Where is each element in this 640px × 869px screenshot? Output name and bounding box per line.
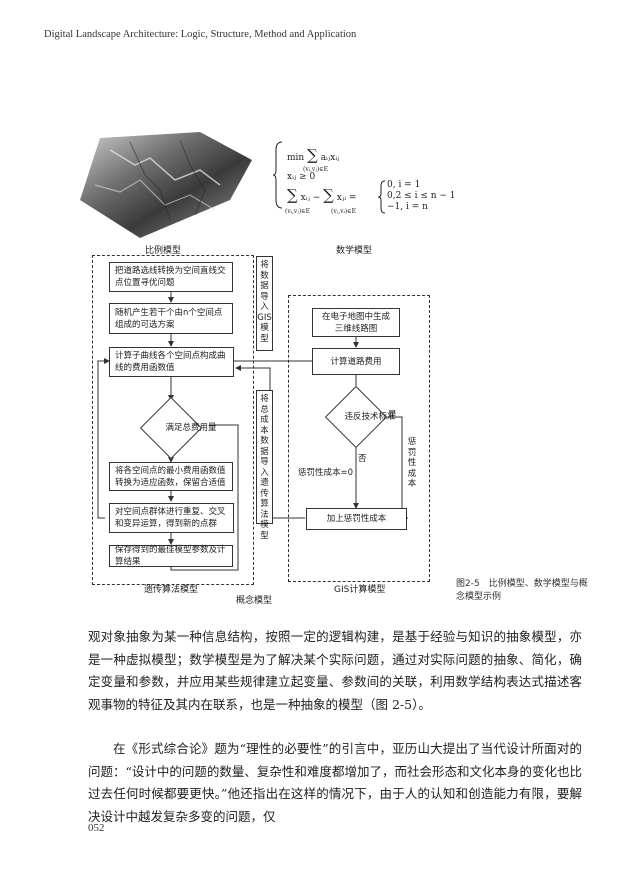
label-math-model: 数学模型 [336,246,373,256]
ga-step-5: 对空间点群体进行重复、交叉和变异运算，得到新的点群 [109,503,234,533]
ga-step-3: 计算子曲线各个空间点构成曲线的费用函数值 [109,347,234,377]
terrain-model-image [80,132,252,238]
page-number: 052 [88,822,105,834]
ga-step-1: 把道路选线转换为空间直线交点位置寻优问题 [109,262,233,292]
gis-decision: 违反技术标准 [324,385,396,449]
transfer-to-ga-note: 将总成本数据导入遗传算法模型 [256,390,273,541]
math-model: min ∑ aᵢⱼxᵢⱼ (vᵢ,vⱼ)∈E xᵢⱼ ≥ 0 ∑ xᵢⱼ − ∑… [273,140,473,252]
label-scale-model: 比例模型 [145,246,182,256]
math-line-1: min ∑ aᵢⱼxᵢⱼ [287,146,340,164]
ga-decision: 满足总费用量 [133,396,217,460]
label-gis-model: GIS计算模型 [334,585,386,595]
ga-step-2: 随机产生若干个由n个空间点组成的可选方案 [109,303,233,334]
transfer-to-gis-note: 将数据导入GIS模型 [256,256,273,351]
gis-step-1: 在电子地图中生成三维线路图 [312,308,400,337]
label-ga-model: 遗传算法模型 [144,585,199,595]
ga-step-6: 保存得到的最佳模型参数及计算结果 [109,545,233,567]
body-paragraph-1: 观对象抽象为某一种信息结构，按照一定的逻辑构建，是基于经验与知识的抽象模型，亦是… [88,629,582,712]
math-line-3: ∑ xᵢⱼ − ∑ xⱼᵢ = [287,186,357,204]
gis-penalty-zero-label: 惩罚性成本=0 [298,468,354,478]
ga-step-4: 将各空间点的最小费用函数值转换为适应函数，保留合适值 [109,462,233,491]
figure-caption: 图2-5 比例模型、数学模型与概念模型示例 [456,579,588,602]
label-concept-model: 概念模型 [236,596,273,606]
gis-step-2: 计算道路费用 [312,348,400,375]
gis-no-label: 否 [358,454,367,464]
body-paragraph-2: 在《形式综合论》题为“理性的必要性”的引言中，亚历山大提出了当代设计所面对的问题… [88,741,582,824]
running-header: Digital Landscape Architecture: Logic, S… [44,29,357,40]
math-line-2: xᵢⱼ ≥ 0 [287,172,316,182]
gis-step-3: 加上惩罚性成本 [306,508,407,530]
gis-yes-label: 是 [388,410,397,420]
gis-penalty-side-label: 惩罚性成本 [407,437,417,489]
